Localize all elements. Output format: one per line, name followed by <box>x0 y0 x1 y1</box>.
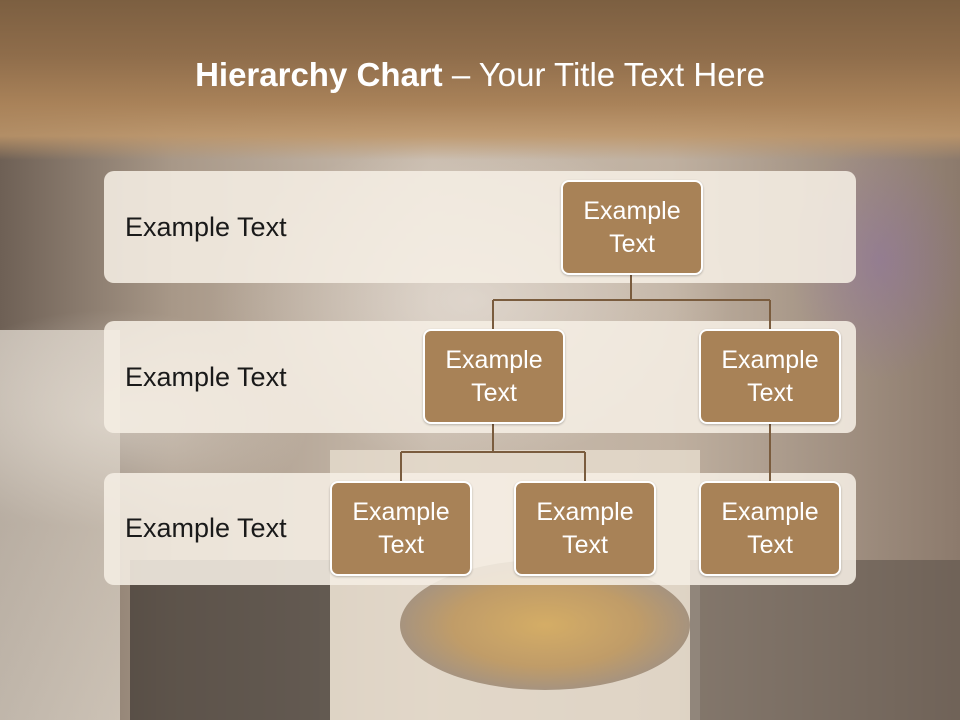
row-label-2: Example Text <box>125 362 287 392</box>
row-label-1: Example Text <box>125 212 287 242</box>
node-root[interactable]: Example Text <box>561 180 703 275</box>
row-label-3: Example Text <box>125 513 287 543</box>
title-bold: Hierarchy Chart <box>195 56 443 93</box>
node-level3-c-label: Example Text <box>721 497 819 559</box>
towels-decor <box>0 330 120 720</box>
node-level3-a-label: Example Text <box>352 497 450 559</box>
node-level3-a[interactable]: Example Text <box>330 481 472 576</box>
floor-left-decor <box>130 560 330 720</box>
node-level2-right-label: Example Text <box>721 345 819 407</box>
node-level3-b-label: Example Text <box>536 497 634 559</box>
slide-title: Hierarchy Chart – Your Title Text Here <box>0 55 960 95</box>
node-root-label: Example Text <box>583 196 681 258</box>
floor-right-decor <box>690 560 960 720</box>
node-level2-left-label: Example Text <box>445 345 543 407</box>
title-rest: – Your Title Text Here <box>442 56 765 93</box>
title-band <box>0 0 960 160</box>
node-level3-c[interactable]: Example Text <box>699 481 841 576</box>
row-band-1 <box>104 171 856 283</box>
node-level2-left[interactable]: Example Text <box>423 329 565 424</box>
node-level3-b[interactable]: Example Text <box>514 481 656 576</box>
node-level2-right[interactable]: Example Text <box>699 329 841 424</box>
